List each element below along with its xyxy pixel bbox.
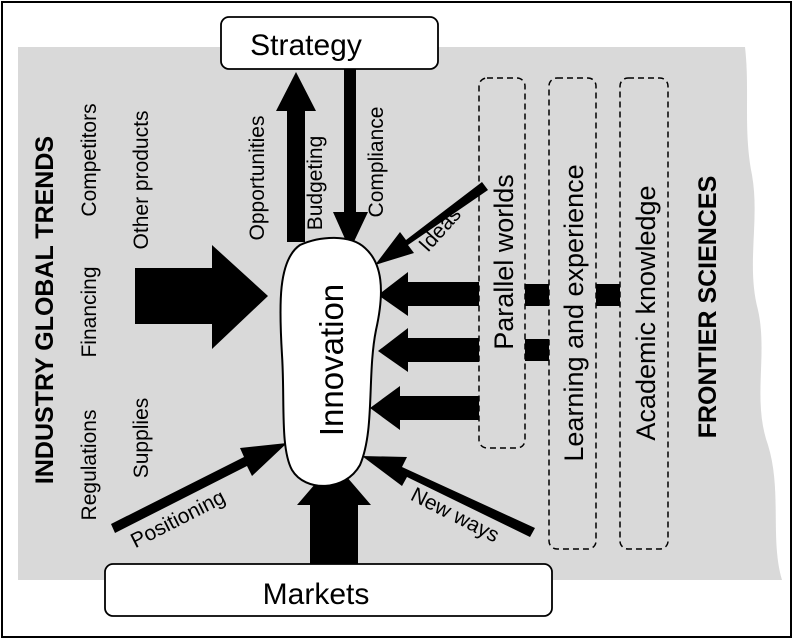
factor-competitors: Competitors xyxy=(78,103,101,216)
parallel-worlds-arrow xyxy=(378,328,479,372)
opportunities-arrow xyxy=(276,72,316,242)
learning-experience-label: Learning and experience xyxy=(559,164,589,461)
academic-knowledge-label: Academic knowledge xyxy=(631,185,661,440)
markets-box xyxy=(104,563,553,617)
parallel-worlds-arrow xyxy=(378,272,479,316)
academic-knowledge-column xyxy=(619,77,669,550)
connector-bar xyxy=(596,284,620,306)
opportunities-label: Opportunities xyxy=(246,116,269,241)
factor-supplies: Supplies xyxy=(130,398,153,479)
compliance-label: Compliance xyxy=(365,107,388,218)
innovation-label: Innovation xyxy=(313,284,350,436)
learning-experience-column xyxy=(548,77,597,550)
budgeting-label: Budgeting xyxy=(304,136,327,231)
factor-regulations: Regulations xyxy=(78,410,101,521)
industry-trends-heading: INDUSTRY GLOBAL TRENDS xyxy=(31,136,59,484)
innovation-shape xyxy=(279,236,382,487)
global-trends-arrow xyxy=(135,245,268,349)
strategy-box xyxy=(220,16,439,70)
parallel-worlds-label: Parallel worlds xyxy=(489,174,519,350)
compliance-arrow xyxy=(333,68,368,250)
strategy-label: Strategy xyxy=(250,29,362,62)
background-panel xyxy=(18,47,782,580)
factor-financing: Financing xyxy=(78,266,101,357)
ideas-arrow xyxy=(375,182,488,265)
parallel-worlds-arrow xyxy=(370,386,479,430)
positioning-arrow xyxy=(111,443,287,533)
connector-bar xyxy=(525,339,549,361)
connector-bar xyxy=(525,284,549,306)
factor-other-products: Other products xyxy=(130,111,153,250)
parallel-worlds-column xyxy=(478,77,526,449)
frontier-sciences-heading: FRONTIER SCIENCES xyxy=(694,176,722,439)
new-ways-arrow xyxy=(362,456,535,537)
markets-arrow xyxy=(297,462,371,565)
markets-label: Markets xyxy=(263,578,370,611)
